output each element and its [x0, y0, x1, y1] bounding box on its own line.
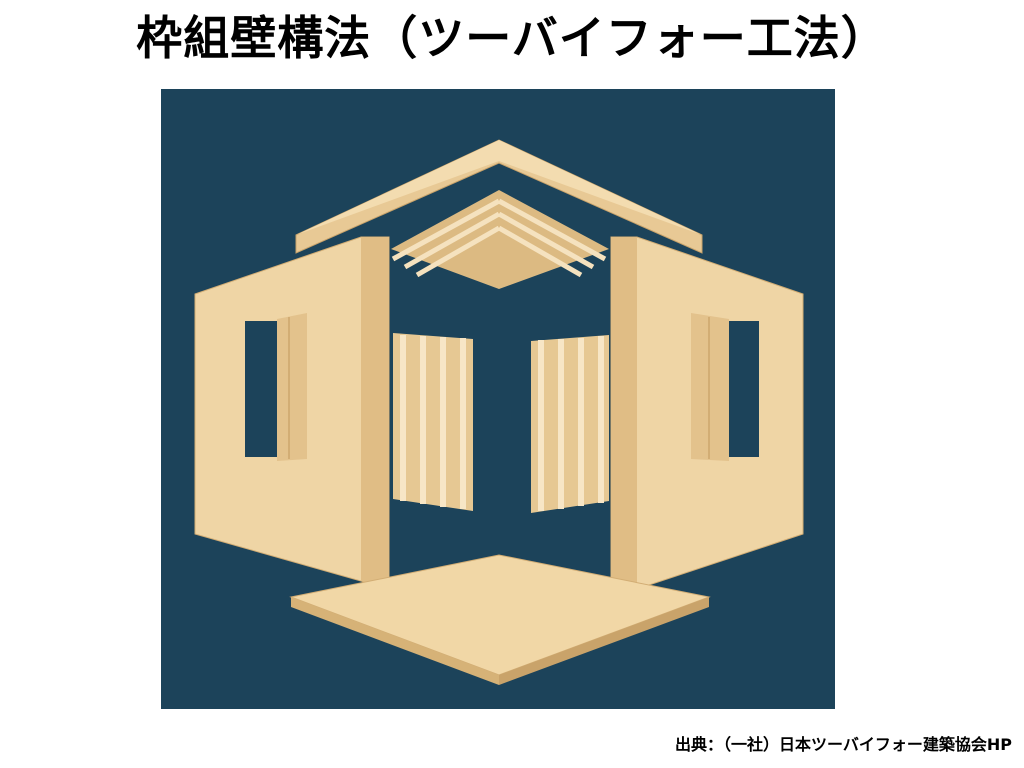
left-inner-stud-wall	[393, 333, 473, 511]
right-inner-stud-wall	[531, 335, 609, 513]
two-by-four-frame-illustration	[161, 89, 835, 709]
floor-panel	[289, 554, 711, 685]
roof-panel	[295, 139, 703, 289]
right-wall-panel	[610, 236, 804, 590]
slide-title: 枠組壁構法（ツーバイフォー工法）	[136, 11, 888, 65]
left-wall-panel	[194, 236, 390, 590]
left-window-opening	[245, 321, 277, 457]
right-window-opening	[729, 321, 759, 457]
source-caption: 出典：（一社）日本ツーバイフォー建築協会HP	[675, 735, 1012, 754]
